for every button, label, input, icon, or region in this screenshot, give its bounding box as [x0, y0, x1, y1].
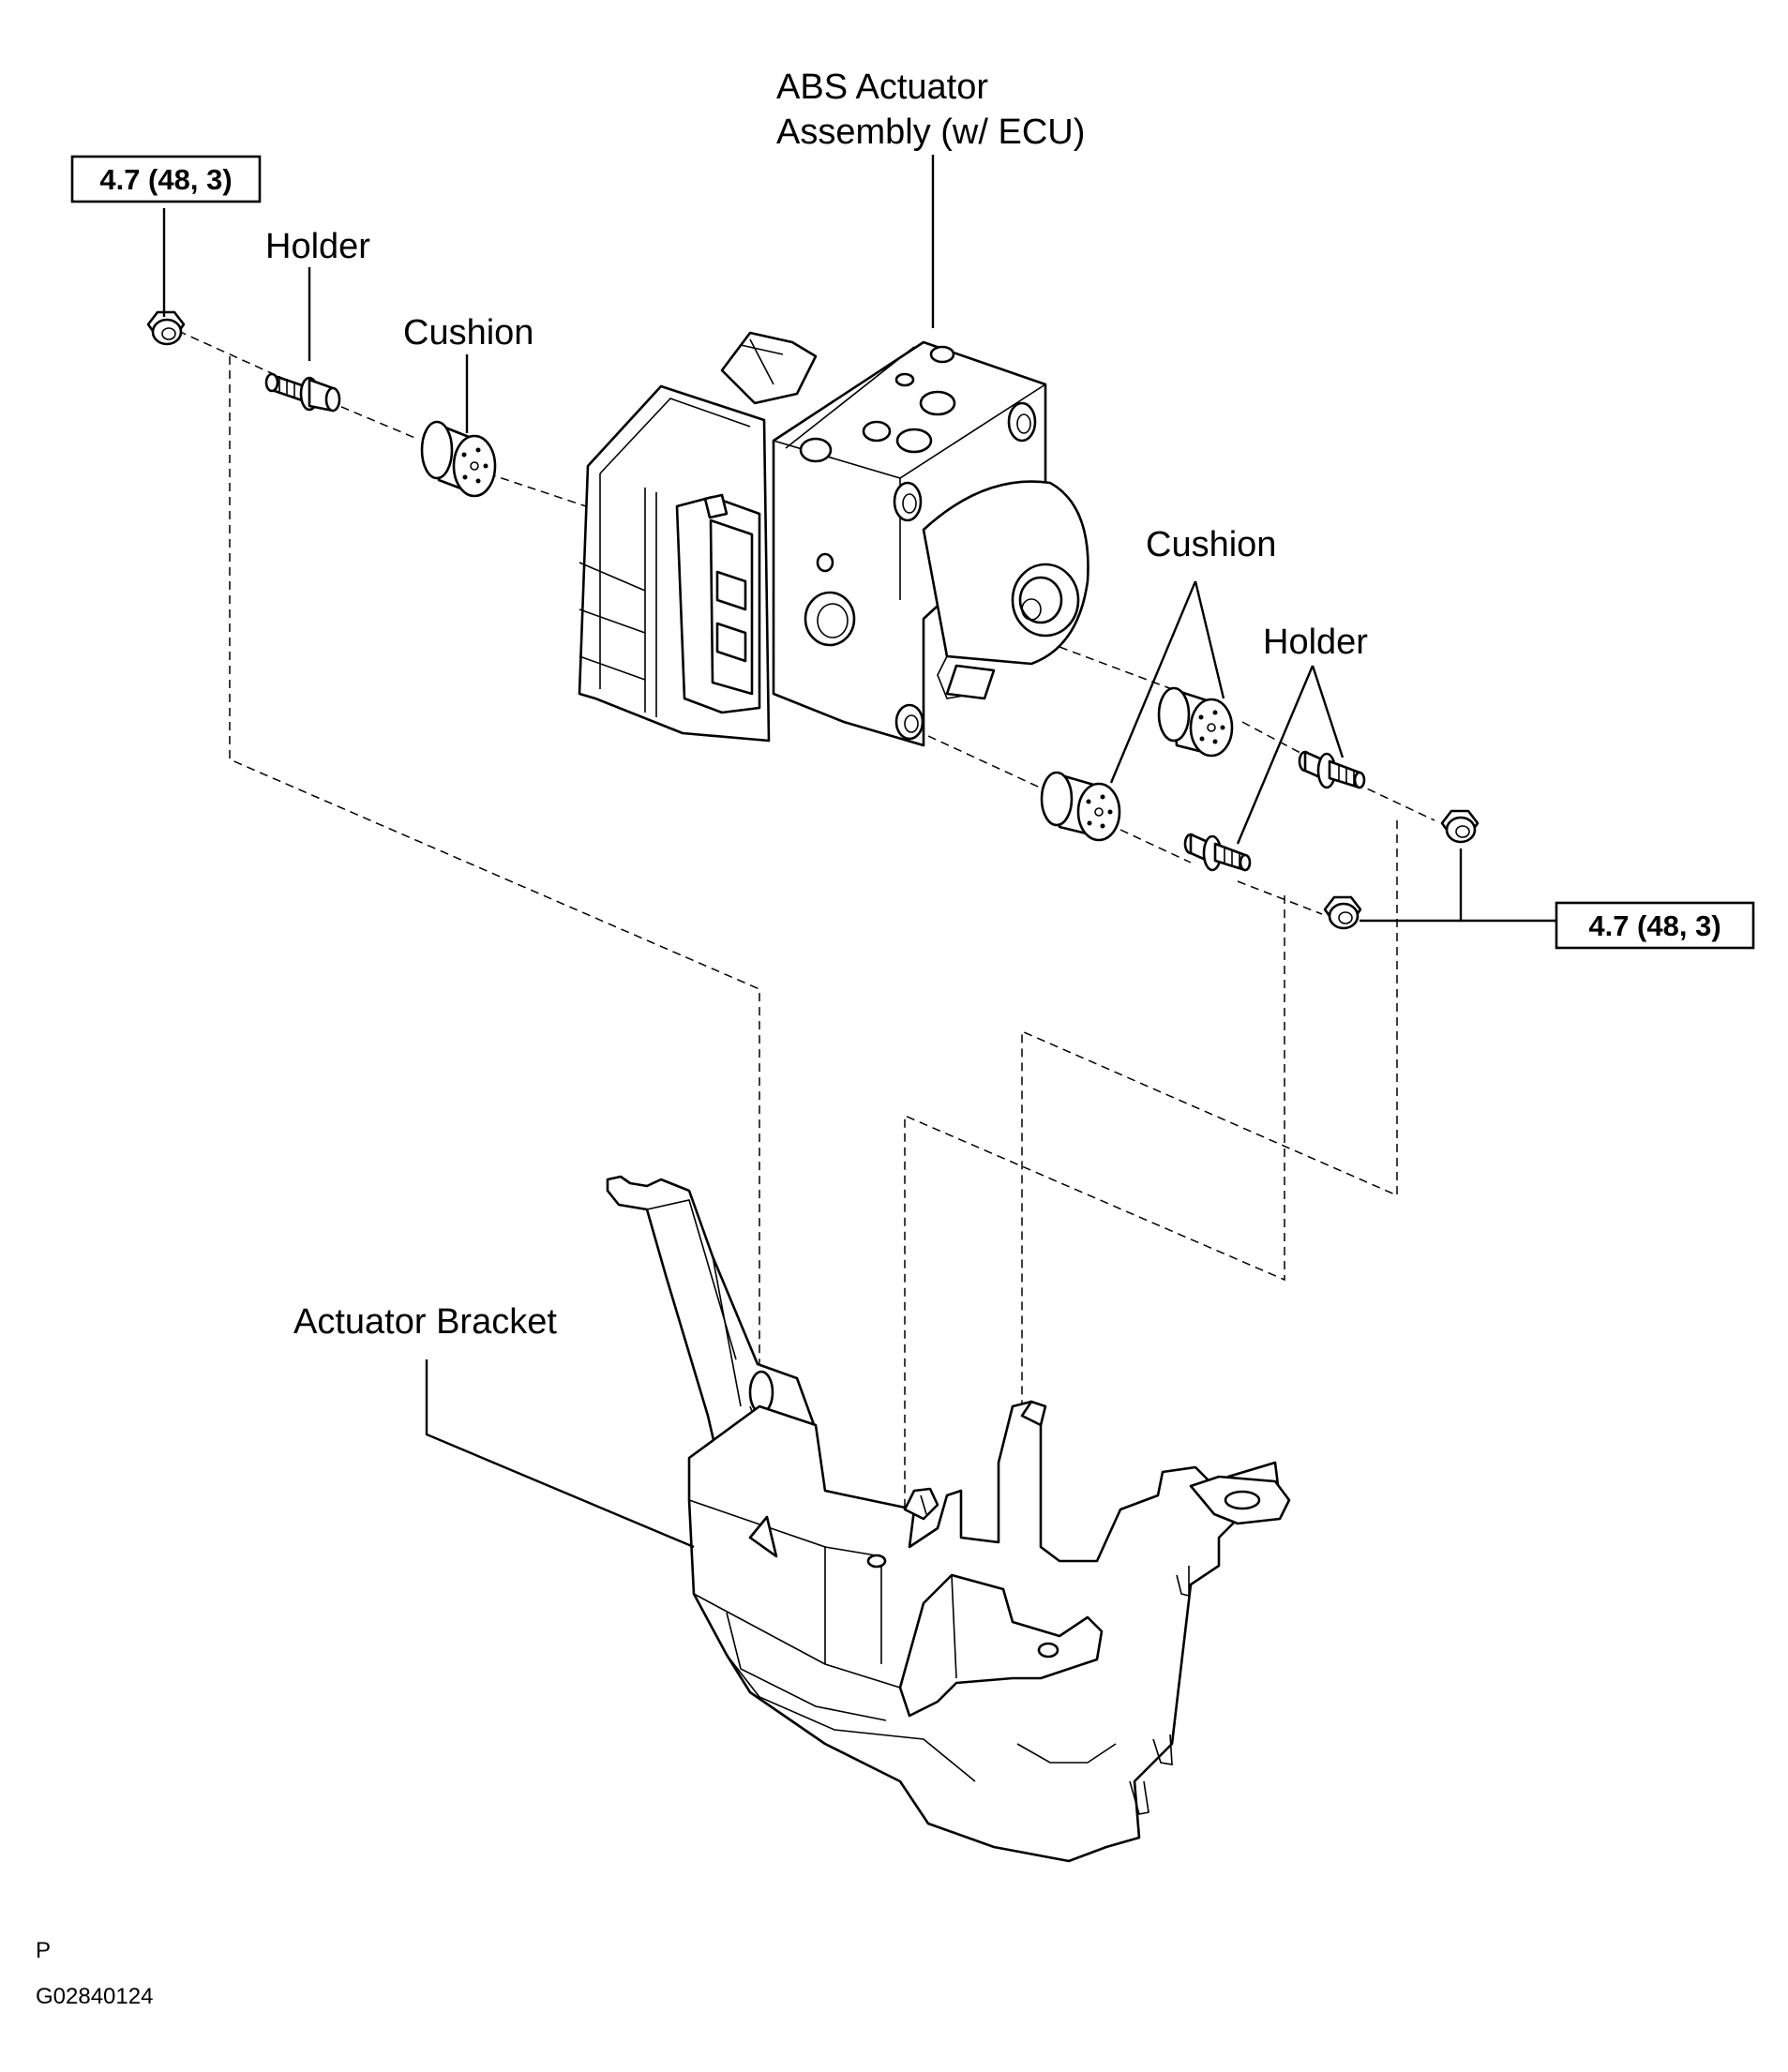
leader-lines [162, 155, 1556, 1549]
label-abs-actuator-line1: ABS Actuator [776, 68, 988, 107]
label-cushion-right: Cushion [1146, 525, 1276, 564]
holder-right-upper [1298, 750, 1366, 789]
label-cushion-left: Cushion [403, 313, 533, 353]
cushion-right-lower [1040, 771, 1121, 842]
holder-left [264, 372, 341, 413]
torque-spec-right: 4.7 (48, 3) [1555, 901, 1755, 950]
flange-nut-right-upper [1440, 809, 1480, 844]
label-holder-right: Holder [1263, 623, 1368, 662]
footer-letter: P [36, 1938, 51, 1963]
torque-spec-right-text: 4.7 (48, 3) [1588, 909, 1720, 942]
actuator-bracket [606, 1175, 1291, 1863]
label-abs-actuator-line2: Assembly (w/ ECU) [776, 113, 1085, 152]
flange-nut-left [146, 310, 186, 346]
holder-right-lower [1183, 833, 1252, 872]
label-actuator-bracket: Actuator Bracket [293, 1302, 557, 1342]
figure-code: G02840124 [36, 1984, 153, 2009]
label-holder-left: Holder [265, 227, 370, 266]
torque-spec-left: 4.7 (48, 3) [70, 155, 262, 203]
cushion-right-upper [1157, 686, 1234, 758]
torque-spec-left-text: 4.7 (48, 3) [99, 163, 232, 196]
flange-nut-right-lower [1323, 895, 1362, 930]
assembly-dashed-lines [177, 330, 1435, 1519]
cushion-left [420, 420, 497, 498]
abs-actuator-assembly [578, 331, 1089, 747]
